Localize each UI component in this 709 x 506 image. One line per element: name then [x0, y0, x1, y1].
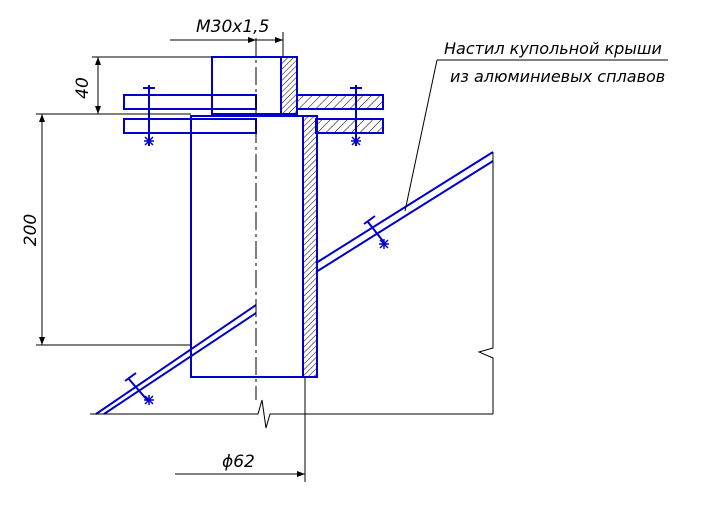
- tube-body: [190, 115, 318, 378]
- note-line-1: Настил купольной крыши: [444, 39, 662, 58]
- note-leader: [404, 59, 438, 212]
- break-line-bottom: [90, 399, 493, 429]
- flange-upper-right: [296, 94, 384, 110]
- clamp-left: [127, 377, 149, 402]
- break-line-right: [477, 152, 494, 414]
- thread-label: M30x1,5: [196, 17, 269, 37]
- tube-wall-section: [302, 115, 318, 378]
- part-geometry: [95, 56, 494, 415]
- height-small-label: 40: [73, 77, 93, 99]
- top-nut-section: [280, 56, 298, 115]
- roof-panel-right-b: [315, 160, 494, 273]
- dimension-lines: [36, 32, 668, 482]
- bolt-markers: [144, 136, 389, 405]
- flange-upper-left: [123, 94, 257, 110]
- roof-panel-right-a: [315, 151, 494, 264]
- note-line-2: из алюминиевых сплавов: [450, 67, 665, 86]
- roof-panel-left-b: [103, 312, 257, 415]
- flange-lower-right: [315, 118, 384, 134]
- clamp-right: [367, 221, 387, 246]
- roof-panel-left-a: [95, 304, 257, 415]
- diameter-label: ϕ62: [222, 452, 255, 472]
- height-large-label: 200: [21, 214, 41, 246]
